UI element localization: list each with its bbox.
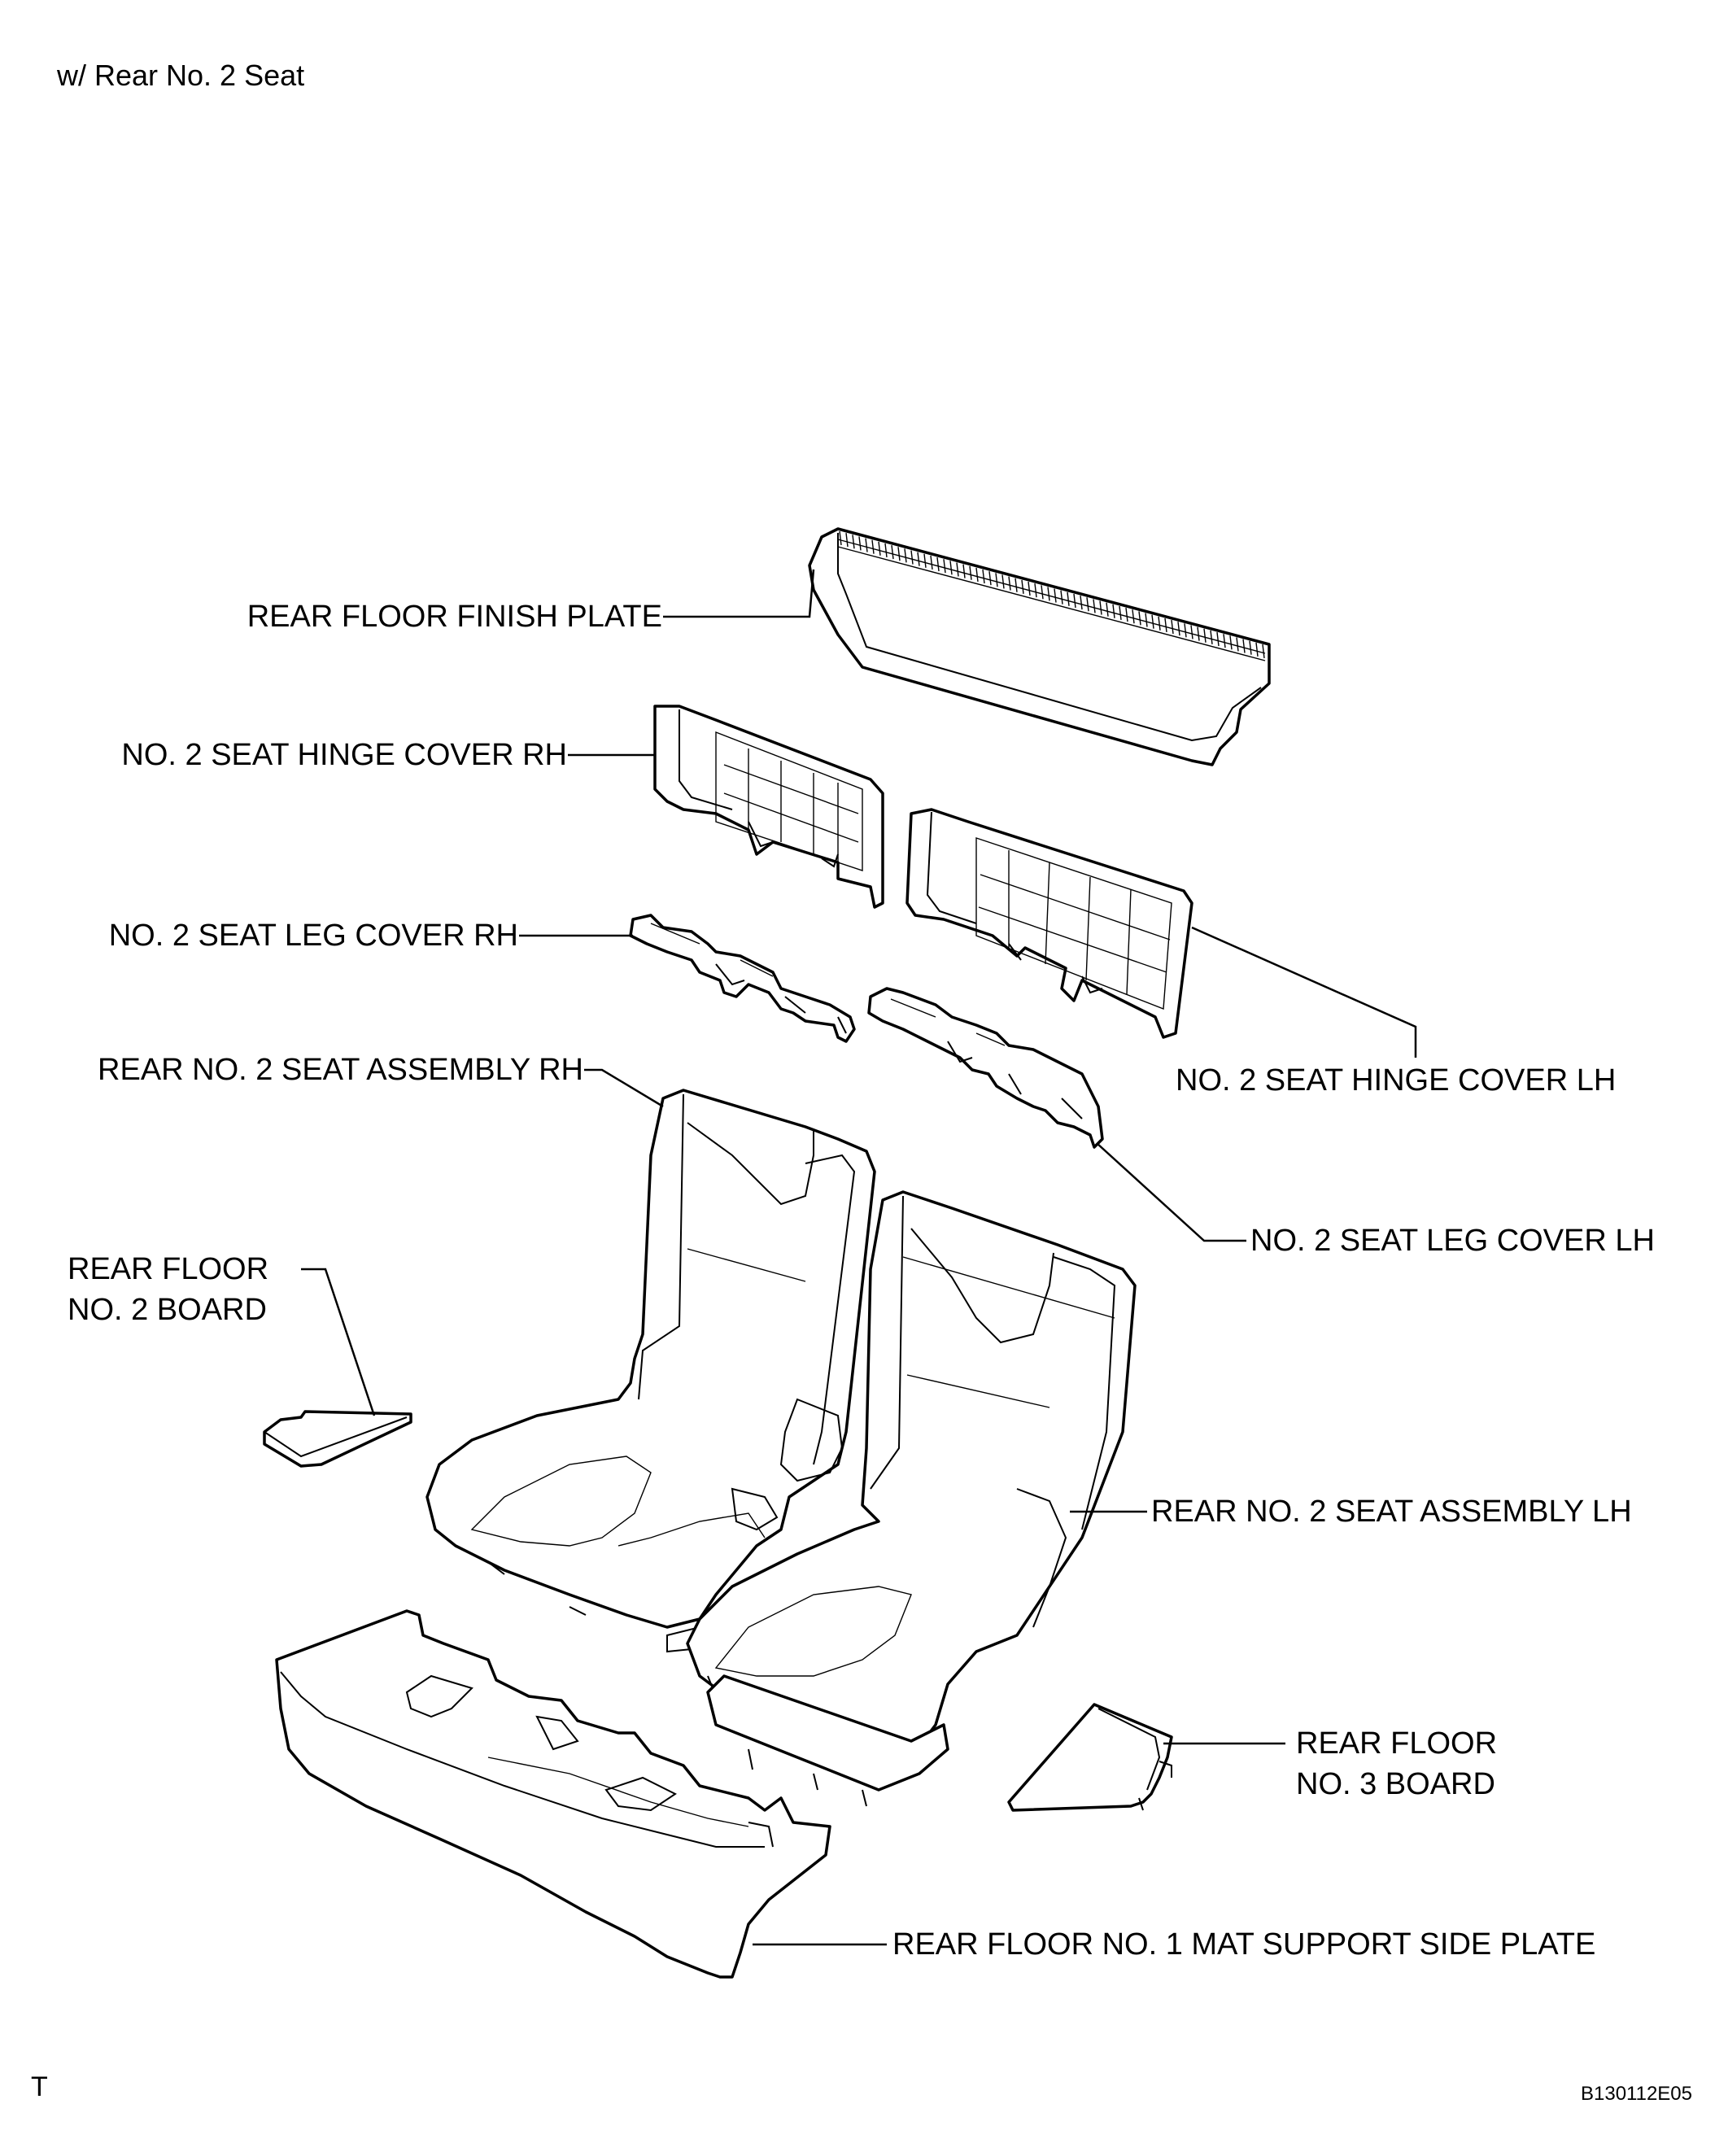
finish-plate-rib <box>1203 628 1207 643</box>
finish-plate-rib <box>884 543 888 558</box>
label-rear-floor-no3-board-line1: REAR FLOOR <box>1296 1726 1498 1761</box>
finish-plate-rib <box>1054 588 1057 603</box>
finish-plate-rib <box>1132 609 1135 624</box>
rear-seat-assembly-lh <box>686 1190 1137 1807</box>
finish-plate-rib <box>852 535 855 549</box>
finish-plate-rib <box>1060 590 1063 604</box>
finish-plate-rib <box>1093 599 1096 613</box>
seat-hinge-cover-lh <box>905 808 1193 1039</box>
finish-plate-rib <box>1236 637 1239 652</box>
finish-plate-rib <box>1249 640 1252 655</box>
leader-hinge-cover-lh <box>1191 926 1417 1058</box>
finish-plate-rib <box>975 567 979 582</box>
finish-plate-rib <box>1073 593 1076 609</box>
finish-plate-rib <box>1099 600 1102 615</box>
finish-plate-rib <box>943 559 946 574</box>
finish-plate-rib <box>930 555 933 570</box>
label-seat-hinge-cover-rh: NO. 2 SEAT HINGE COVER RH <box>121 738 567 772</box>
finish-plate-rib <box>904 548 907 563</box>
label-seat-leg-cover-lh: NO. 2 SEAT LEG COVER LH <box>1250 1224 1655 1258</box>
finish-plate-rib <box>897 547 901 561</box>
rear-floor-finish-plate <box>808 527 1271 766</box>
finish-plate-rib <box>1242 639 1246 653</box>
finish-plate-rib <box>949 561 953 575</box>
seat-hinge-cover-rh <box>653 705 884 909</box>
finish-plate-rib <box>995 573 998 587</box>
finish-plate-rib <box>1125 608 1128 622</box>
finish-plate-rib <box>969 565 972 580</box>
finish-plate-rib <box>982 569 985 584</box>
finish-plate-rib <box>962 564 966 578</box>
finish-plate-rib <box>1151 614 1154 629</box>
figure-code: B130112E05 <box>1580 2083 1692 2105</box>
label-rear-floor-no3-board-line2: NO. 3 BOARD <box>1296 1767 1495 1801</box>
finish-plate-rib <box>1008 576 1011 591</box>
finish-plate-rib <box>1171 619 1174 635</box>
label-seat-hinge-cover-lh: NO. 2 SEAT HINGE COVER LH <box>1176 1063 1617 1098</box>
label-mat-support-side-plate: REAR FLOOR NO. 1 MAT SUPPORT SIDE PLATE <box>892 1927 1596 1962</box>
label-rear-seat-assembly-rh: REAR NO. 2 SEAT ASSEMBLY RH <box>98 1053 583 1087</box>
finish-plate-rib <box>1262 644 1265 659</box>
finish-plate-rib <box>1255 642 1259 657</box>
label-rear-floor-no2-board-line2: NO. 2 BOARD <box>68 1293 267 1327</box>
finish-plate-rib <box>1021 579 1024 594</box>
finish-plate-rib <box>1067 591 1070 606</box>
label-rear-seat-assembly-lh: REAR NO. 2 SEAT ASSEMBLY LH <box>1151 1495 1632 1529</box>
finish-plate-rib <box>1164 618 1167 633</box>
finish-plate-rib <box>1177 622 1180 636</box>
leader-finish-plate <box>663 569 815 618</box>
finish-plate-rib <box>956 562 959 577</box>
seat-leg-cover-lh <box>867 987 1104 1149</box>
finish-plate-rib <box>839 530 842 546</box>
finish-plate-rib <box>845 533 849 548</box>
finish-plate-rib <box>1028 581 1031 596</box>
finish-plate-rib <box>1184 623 1187 638</box>
finish-plate-rib <box>1229 635 1233 650</box>
finish-plate-rib <box>1106 602 1109 617</box>
leader-leg-cover-lh <box>1096 1142 1246 1242</box>
label-rear-floor-finish-plate: REAR FLOOR FINISH PLATE <box>247 600 662 634</box>
finish-plate-rib <box>1158 616 1161 631</box>
finish-plate-rib <box>1197 626 1200 641</box>
finish-plate-rib <box>878 541 881 556</box>
finish-plate-rib <box>865 538 868 552</box>
leader-seat-assy-rh <box>584 1068 664 1108</box>
finish-plate-rib <box>910 550 914 565</box>
finish-plate-rib <box>891 545 894 560</box>
finish-plate-rib <box>871 539 875 554</box>
finish-plate-rib <box>936 556 940 572</box>
finish-plate-rib <box>1145 613 1148 627</box>
finish-plate-rib <box>1138 611 1141 626</box>
label-seat-leg-cover-rh: NO. 2 SEAT LEG COVER RH <box>108 919 518 953</box>
finish-plate-rib <box>1216 631 1220 647</box>
finish-plate-rib <box>1190 625 1193 639</box>
finish-plate-rib <box>1041 585 1044 600</box>
finish-plate-rib <box>1080 596 1083 610</box>
rear-seat-assembly-rh <box>425 1089 876 1653</box>
variant-caption: w/ Rear No. 2 Seat <box>57 59 305 92</box>
label-rear-floor-no2-board-line1: REAR FLOOR <box>68 1252 269 1286</box>
finish-plate-rib <box>858 536 862 551</box>
rear-floor-no3-board <box>1007 1703 1173 1812</box>
finish-plate-rib <box>917 552 920 566</box>
finish-plate-rib <box>1210 630 1213 644</box>
finish-plate-rib <box>1034 583 1037 598</box>
finish-plate-rib <box>1223 634 1226 648</box>
leader-lines <box>301 569 1417 1946</box>
rear-floor-mat-support-side-plate <box>275 1609 831 1979</box>
finish-plate-rib <box>988 571 992 586</box>
finish-plate-rib <box>1119 605 1122 621</box>
finish-plate-rib <box>1015 578 1018 592</box>
corner-mark: T <box>31 2071 48 2102</box>
finish-plate-rib <box>1112 604 1115 618</box>
finish-plate-rib <box>1086 597 1089 612</box>
finish-plate-rib <box>1047 587 1050 601</box>
finish-plate-rib <box>923 553 927 568</box>
finish-plate-rib <box>1001 574 1005 589</box>
leader-floor-board-2 <box>301 1268 376 1416</box>
rear-floor-no2-board <box>263 1410 412 1468</box>
seat-leg-cover-rh <box>629 914 856 1043</box>
